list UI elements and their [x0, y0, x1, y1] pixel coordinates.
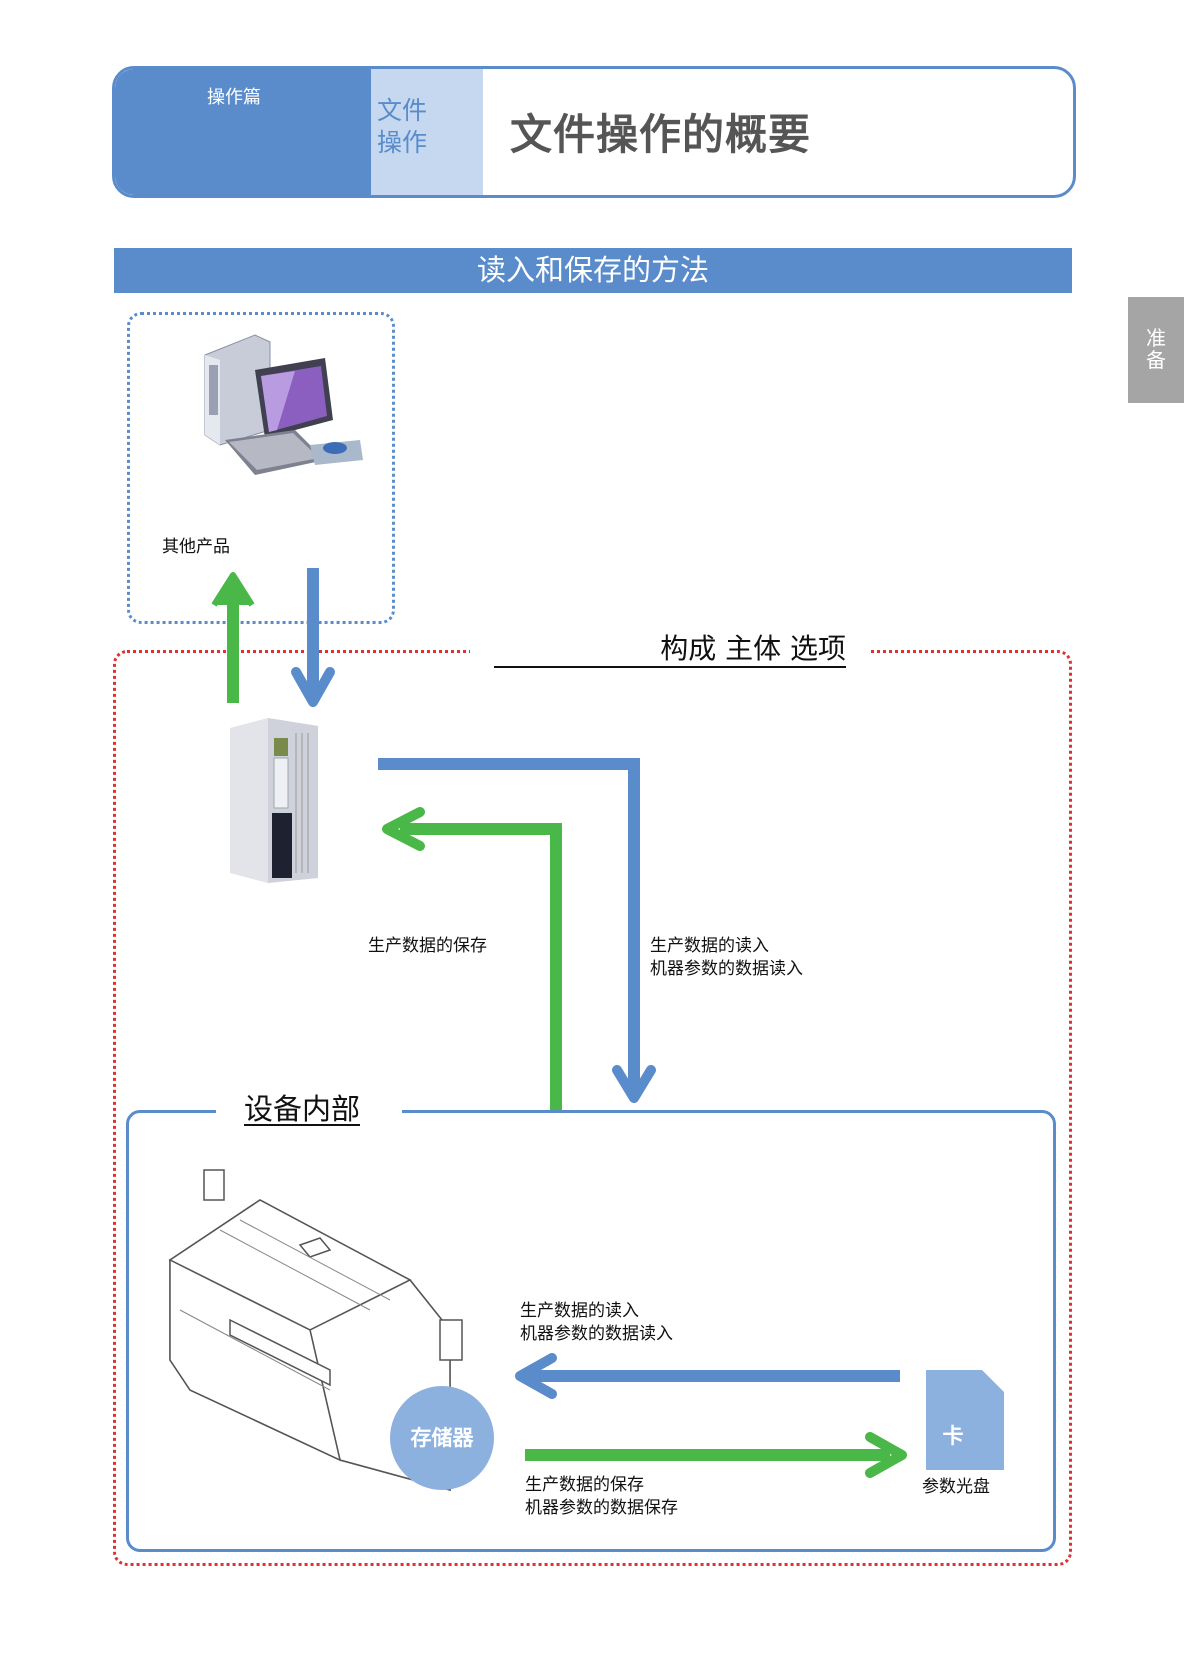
- header-category-line2: 操作: [377, 128, 428, 157]
- storage-icon: 存储器: [390, 1386, 494, 1490]
- page-header: 操作篇 文件 操作 文件操作的概要: [112, 66, 1076, 198]
- option-group-label: 构成 主体 选项: [494, 632, 846, 668]
- option-group-gap: [470, 640, 870, 660]
- server-tower-icon: [230, 718, 318, 883]
- read-from-card-line1: 生产数据的读入: [520, 1301, 639, 1321]
- other-products-box: [127, 312, 395, 624]
- side-tab-line1: 准: [1146, 326, 1166, 350]
- storage-label: 存储器: [410, 1426, 474, 1450]
- card-caption: 参数光盘: [922, 1477, 990, 1497]
- read-from-host-label: 生产数据的读入 机器参数的数据读入: [650, 935, 803, 981]
- read-from-host-line2: 机器参数的数据读入: [650, 959, 803, 979]
- arrow-save-to-card: [525, 1432, 907, 1478]
- read-from-card-line2: 机器参数的数据读入: [520, 1324, 673, 1344]
- header-category-block: 文件 操作: [371, 69, 483, 195]
- device-interior-box: [126, 1110, 1056, 1552]
- read-from-host-line1: 生产数据的读入: [650, 936, 769, 956]
- device-interior-label: 设备内部: [244, 1092, 361, 1126]
- other-products-label: 其他产品: [162, 537, 230, 557]
- card-icon: [926, 1370, 1004, 1470]
- save-to-card-line1: 生产数据的保存: [525, 1475, 644, 1495]
- save-to-host-label: 生产数据的保存: [368, 936, 487, 956]
- desktop-computer-icon: [204, 334, 363, 475]
- save-to-card-line2: 机器参数的数据保存: [525, 1498, 678, 1518]
- header-section-label: 操作篇: [207, 87, 261, 108]
- card-glyph: 卡: [942, 1424, 964, 1448]
- arrow-save-to-other-products: [211, 572, 255, 703]
- arrow-read-from-other-products: [291, 568, 335, 707]
- side-tab-prepare[interactable]: 准 备: [1128, 297, 1184, 403]
- header-category-label: 文件 操作: [377, 95, 427, 159]
- arrow-read-from-card: [515, 1353, 900, 1399]
- read-from-card-label: 生产数据的读入 机器参数的数据读入: [520, 1300, 673, 1346]
- header-category-line1: 文件: [377, 96, 428, 125]
- arrow-save-to-host: [382, 807, 562, 1110]
- page-title: 文件操作的概要: [510, 110, 812, 159]
- header-section-block: 操作篇: [115, 69, 371, 195]
- device-interior-gap: [216, 1098, 402, 1122]
- section-heading: 读入和保存的方法: [114, 248, 1072, 293]
- arrow-read-to-device: [378, 758, 656, 1103]
- save-to-card-label: 生产数据的保存 机器参数的数据保存: [525, 1474, 678, 1520]
- side-tab-line2: 备: [1146, 348, 1166, 372]
